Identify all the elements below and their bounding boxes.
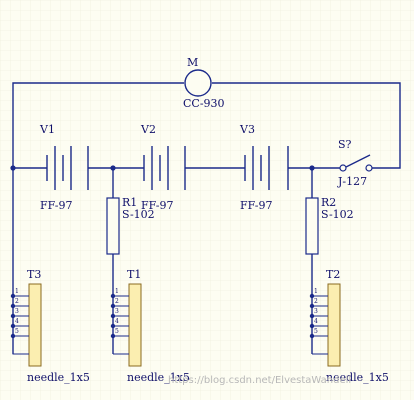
connector-t2-pin-5: 5 xyxy=(314,328,318,335)
connector-t2-pins: 1 2 3 4 5 xyxy=(309,288,328,355)
connector-t1-pin-4: 4 xyxy=(115,318,119,325)
connector-t3-pin-2: 2 xyxy=(15,298,19,305)
connector-t2-designator: T2 xyxy=(326,268,340,281)
battery-v3-value: FF-97 xyxy=(240,199,272,212)
connector-t3-pin-4: 4 xyxy=(15,318,19,325)
connector-t1-value: needle_1x5 xyxy=(127,371,190,384)
resistor-r2-designator: R2 xyxy=(321,196,336,209)
switch-designator: S? xyxy=(338,138,352,151)
connector-t2-pin-2: 2 xyxy=(314,298,318,305)
resistor-r1-value: S-102 xyxy=(122,208,155,221)
connector-t3-pin-1: 1 xyxy=(15,288,19,295)
battery-v3[interactable]: V3 FF-97 xyxy=(239,123,289,212)
resistor-r2-value: S-102 xyxy=(321,208,354,221)
resistor-r1[interactable]: R1 S-102 xyxy=(106,168,155,354)
battery-v3-designator: V3 xyxy=(239,123,255,136)
connector-t2-pin-1: 1 xyxy=(314,288,318,295)
resistor-r1-designator: R1 xyxy=(122,196,137,209)
motor-value: CC-930 xyxy=(183,97,225,110)
battery-v1-value: FF-97 xyxy=(40,199,72,212)
connector-t1-designator: T1 xyxy=(127,268,141,281)
switch-s[interactable]: S? J-127 xyxy=(337,138,373,188)
battery-v2-value: FF-97 xyxy=(141,199,173,212)
connector-t2-pin-3: 3 xyxy=(314,308,318,315)
switch-value: J-127 xyxy=(337,175,367,188)
connector-t3-designator: T3 xyxy=(27,268,41,281)
connector-t3[interactable]: T3 needle_1x5 1 2 3 4 5 xyxy=(10,268,90,384)
connector-t1-pins: 1 2 3 4 5 xyxy=(110,288,129,355)
watermark: https://blog.csdn.net/ElvestaWandell xyxy=(168,375,351,386)
connector-t1-pin-3: 3 xyxy=(115,308,119,315)
connector-t3-pins: 1 2 3 4 5 xyxy=(10,288,29,355)
connector-t2[interactable]: T2 needle_1x5 1 2 3 4 5 xyxy=(309,268,389,384)
battery-v2-designator: V2 xyxy=(140,123,156,136)
connector-t2-pin-4: 4 xyxy=(314,318,318,325)
connector-t1-pin-1: 1 xyxy=(115,288,119,295)
battery-v2[interactable]: V2 FF-97 xyxy=(140,123,186,212)
connector-t1-pin-5: 5 xyxy=(115,328,119,335)
motor-designator: M xyxy=(187,56,198,69)
connector-t3-pin-3: 3 xyxy=(15,308,19,315)
connector-t1[interactable]: T1 needle_1x5 1 2 3 4 5 xyxy=(110,268,190,384)
connector-t3-value: needle_1x5 xyxy=(27,371,90,384)
connector-t3-pin-5: 5 xyxy=(15,328,19,335)
battery-v1-designator: V1 xyxy=(39,123,55,136)
resistor-r2[interactable]: R2 S-102 xyxy=(305,168,354,354)
connector-t2-value: needle_1x5 xyxy=(326,371,389,384)
connector-t1-pin-2: 2 xyxy=(115,298,119,305)
battery-v1[interactable]: V1 FF-97 xyxy=(39,123,89,212)
top-wire xyxy=(12,82,401,169)
motor-m[interactable]: M CC-930 xyxy=(183,56,225,110)
